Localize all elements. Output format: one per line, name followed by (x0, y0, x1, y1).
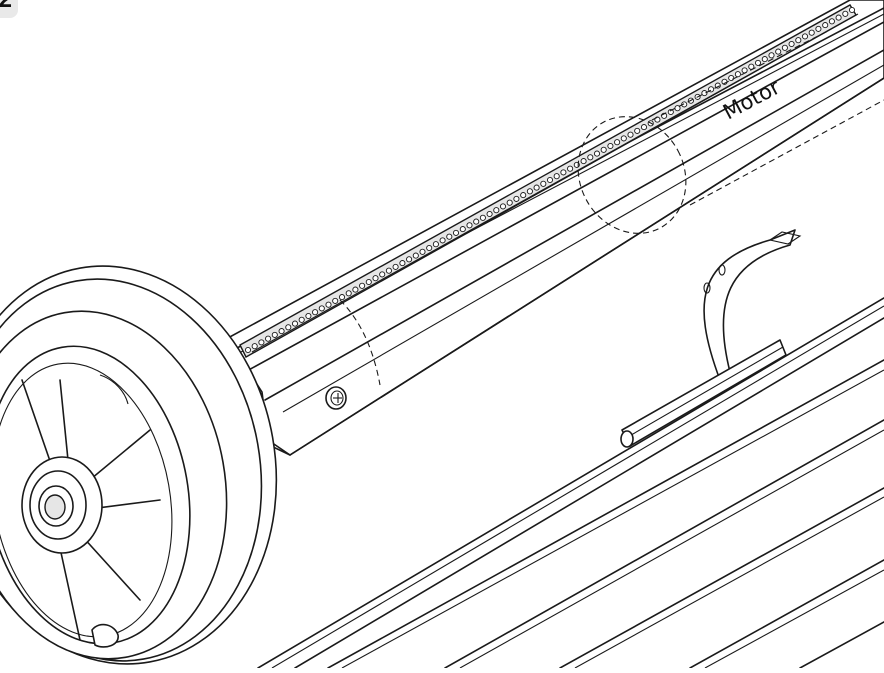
crown-teeth (244, 6, 856, 354)
crown-tooth (553, 173, 560, 180)
crown-tooth (614, 139, 621, 146)
crown-tooth (506, 199, 513, 206)
crown-tooth (533, 184, 540, 191)
crown-tooth (479, 214, 486, 221)
crown-tooth (244, 346, 252, 354)
crown-tooth (332, 297, 339, 304)
crown-tooth (452, 229, 460, 236)
crown-tooth (781, 44, 788, 51)
crown-tooth (278, 328, 285, 335)
crown-tooth (406, 256, 413, 263)
crown-tooth (768, 52, 775, 59)
crown-tooth (587, 154, 594, 161)
crown-tooth (318, 305, 325, 312)
end-cap-wheel (0, 265, 278, 665)
crown-tooth (338, 294, 346, 301)
crown-tooth (392, 263, 399, 270)
crown-tooth (345, 290, 352, 297)
crown-tooth (627, 131, 634, 138)
crown-tooth (291, 320, 299, 327)
step-number-badge: 2 (0, 0, 18, 18)
crown-tooth (372, 275, 379, 282)
crown-tooth (486, 210, 493, 218)
crown-tooth (822, 22, 829, 29)
crown-tooth (412, 252, 419, 259)
crown-tooth (473, 218, 480, 225)
motor-hidden-outline (339, 29, 884, 386)
crown-tooth (379, 271, 386, 278)
crown-tooth (640, 124, 648, 131)
crown-tooth (801, 33, 809, 40)
crown-tooth (701, 90, 708, 97)
crown-tooth (634, 127, 641, 134)
crown-tooth (426, 244, 433, 252)
crown-tooth (493, 207, 500, 214)
crown-tooth (754, 59, 762, 66)
octagonal-tube (214, 0, 884, 456)
crown-tooth (808, 29, 815, 36)
crown-tooth (667, 108, 674, 116)
crown-tooth (526, 188, 533, 195)
crown-tooth (580, 158, 587, 165)
hanging-spring-clip (620, 229, 802, 448)
crown-tooth (298, 316, 305, 323)
crown-tooth (265, 335, 272, 342)
crown-tooth (325, 301, 332, 308)
crown-tooth (446, 233, 453, 240)
crown-tooth (620, 135, 627, 142)
crown-tooth (432, 241, 439, 248)
crown-tooth (513, 195, 520, 202)
screw (325, 386, 347, 410)
crown-tooth (359, 282, 366, 289)
crown-tooth (399, 260, 406, 267)
crown-tooth (385, 267, 392, 274)
crown-tooth (439, 237, 446, 244)
crown-tooth (734, 71, 741, 78)
crown-tooth (365, 278, 372, 286)
crown-tooth (520, 192, 527, 199)
crown-tooth (466, 222, 473, 229)
crown-tooth (788, 40, 795, 48)
crown-tooth (560, 169, 567, 176)
crown-tooth (728, 74, 735, 82)
crown-tooth (815, 25, 822, 32)
crown-tooth (775, 48, 782, 55)
crown-tooth (761, 56, 768, 63)
crown-tooth (607, 142, 614, 150)
crown-tooth (352, 286, 359, 293)
crown-tooth (848, 6, 856, 14)
crown-tooth (795, 37, 802, 44)
crown-tooth (540, 180, 547, 187)
crown-tooth (681, 101, 688, 108)
crown-tooth (593, 150, 601, 157)
crown-tooth (842, 10, 849, 17)
crown-tooth (835, 14, 842, 21)
crown-tooth (567, 165, 574, 172)
crown-tooth (828, 18, 835, 25)
shutter-slats (257, 297, 884, 669)
crown-tooth (546, 176, 554, 184)
crown-tooth (305, 312, 312, 320)
crown-tooth (285, 324, 292, 331)
crown-tooth (459, 226, 466, 233)
crown-tooth (312, 309, 319, 316)
crown-tooth (419, 248, 426, 255)
crown-tooth (600, 146, 607, 153)
crown-tooth (271, 331, 278, 338)
crown-tooth (258, 339, 265, 346)
crown-tooth (251, 343, 258, 350)
crown-tooth (499, 203, 507, 210)
